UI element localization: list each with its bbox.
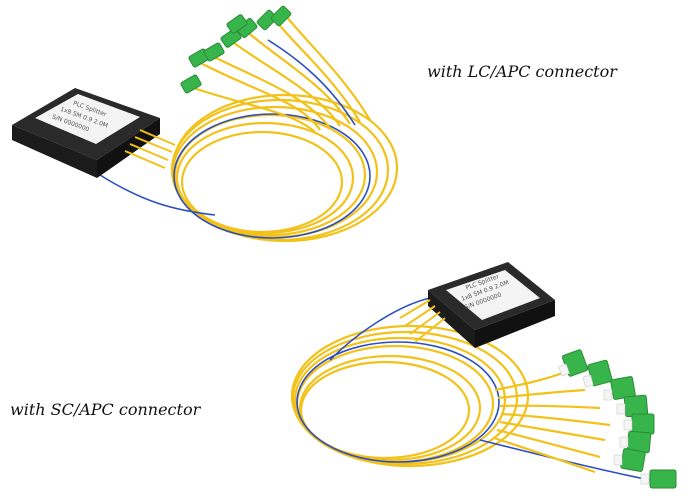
caption-lc-apc: with LC/APC connector: [427, 62, 617, 81]
caption-sc-apc: with SC/APC connector: [10, 400, 201, 419]
fiber-coil-sc: [290, 324, 530, 468]
splitter-module-sc: PLC Splitter 1x8 SM 0.9 2.0M S/N 0000000: [399, 262, 555, 348]
fiber-coil-lc: [170, 93, 399, 243]
sc-connectors: [558, 349, 677, 489]
lc-connectors: [180, 5, 292, 94]
splitter-module-lc: PLC Splitter 1x8 SM 0.9 2.0M S/N 0000000: [12, 88, 176, 178]
